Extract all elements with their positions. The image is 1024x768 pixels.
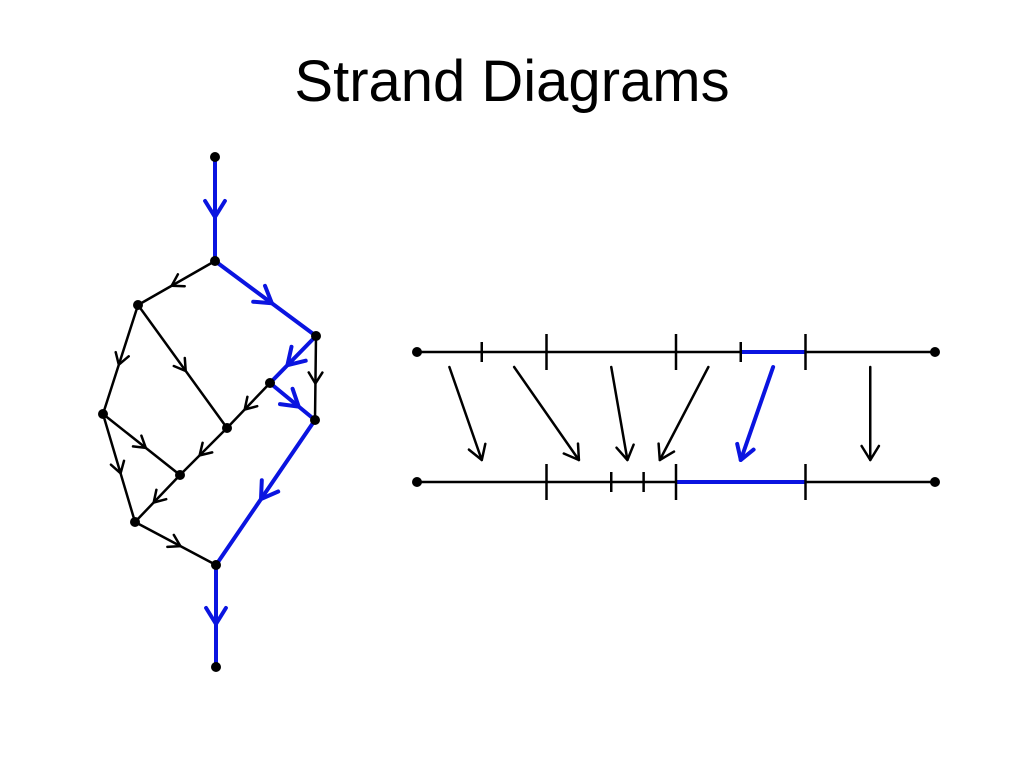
strand-edge-arrow-icon bbox=[278, 386, 301, 409]
strand-edge-center-lower-to-left-lower bbox=[133, 473, 182, 524]
strand-edge-left-mid-to-center-lower bbox=[101, 412, 182, 477]
strand-edge-arrow-icon bbox=[203, 199, 227, 219]
strand-edge-center-mid-to-center-lower bbox=[178, 426, 229, 477]
strand-edge-arrow-icon bbox=[172, 356, 187, 373]
strand-vertex-right-lower bbox=[310, 415, 320, 425]
mapping-arrow-3 bbox=[610, 365, 629, 462]
strand-edge-right-lower-to-bottom-merge bbox=[214, 418, 317, 567]
strand-edge-left-lower-to-bottom-merge bbox=[133, 520, 218, 567]
bottom-interval-left-endpoint bbox=[412, 477, 422, 487]
strand-vertex-center-lower bbox=[175, 470, 185, 480]
strand-edge-arrow-icon bbox=[131, 434, 148, 450]
strand-edge-arrow-icon bbox=[166, 533, 182, 549]
interval-map-diagram bbox=[412, 334, 940, 500]
mapping-arrow-4 bbox=[658, 365, 710, 462]
strand-edge-arrow-icon bbox=[204, 606, 228, 626]
mapping-arrow-1 bbox=[448, 365, 483, 462]
mapping-arrowhead-icon bbox=[615, 443, 635, 462]
strand-edge-arrow-icon bbox=[307, 371, 324, 385]
strand-edge-arrow-icon bbox=[285, 344, 308, 368]
slide-title: Strand Diagrams bbox=[294, 49, 730, 114]
mapping-arrow-2 bbox=[512, 365, 581, 462]
strand-edge-split-top-to-right-upper bbox=[213, 259, 318, 338]
mapping-arrowhead-icon bbox=[735, 441, 756, 462]
strand-vertex-left-mid bbox=[98, 409, 108, 419]
mapping-arrowhead-icon bbox=[467, 442, 487, 462]
strand-edge-left-upper-to-center-mid bbox=[136, 303, 229, 430]
strand-edge-left-mid-to-left-lower bbox=[101, 412, 137, 524]
mapping-arrowhead-icon bbox=[860, 444, 881, 462]
mapping-arrow-5 bbox=[738, 365, 776, 462]
strand-vertex-center-mid bbox=[222, 423, 232, 433]
bottom-interval-right-endpoint bbox=[930, 477, 940, 487]
strand-edge-center-right-to-center-mid bbox=[225, 381, 272, 430]
strand-edge-split-top-to-left-upper bbox=[136, 259, 217, 307]
strand-vertex-left-upper bbox=[133, 300, 143, 310]
strand-edge-center-right-to-right-lower bbox=[268, 381, 317, 422]
strand-vertex-top-endpoint bbox=[210, 152, 220, 162]
strand-vertex-split-top bbox=[210, 256, 220, 266]
strand-edge-arrow-icon bbox=[251, 283, 274, 306]
strand-vertex-bottom-endpoint bbox=[211, 662, 221, 672]
top-interval-right-endpoint bbox=[930, 347, 940, 357]
strand-edge-right-upper-to-center-right bbox=[268, 334, 318, 385]
strand-edge-arrow-icon bbox=[243, 395, 259, 411]
strand-edge-arrow-icon bbox=[152, 488, 168, 504]
strand-edge-left-upper-to-left-mid bbox=[101, 303, 140, 416]
strand-edge-arrow-icon bbox=[259, 478, 281, 502]
strand-edge-arrow-icon bbox=[114, 350, 130, 366]
mapping-arrowhead-icon bbox=[562, 442, 581, 462]
strand-edge-arrow-icon bbox=[198, 441, 214, 457]
strand-vertex-center-right bbox=[265, 378, 275, 388]
strand-diagram bbox=[98, 152, 324, 672]
mapping-arrowhead-icon bbox=[657, 442, 676, 462]
strand-edge-right-upper-to-right-lower bbox=[313, 334, 318, 422]
strand-vertex-bottom-merge bbox=[211, 560, 221, 570]
top-interval-left-endpoint bbox=[412, 347, 422, 357]
strand-vertex-right-upper bbox=[311, 331, 321, 341]
strand-edge-arrow-icon bbox=[170, 273, 186, 288]
strand-vertex-left-lower bbox=[130, 517, 140, 527]
strand-edge-arrow-icon bbox=[109, 459, 126, 475]
